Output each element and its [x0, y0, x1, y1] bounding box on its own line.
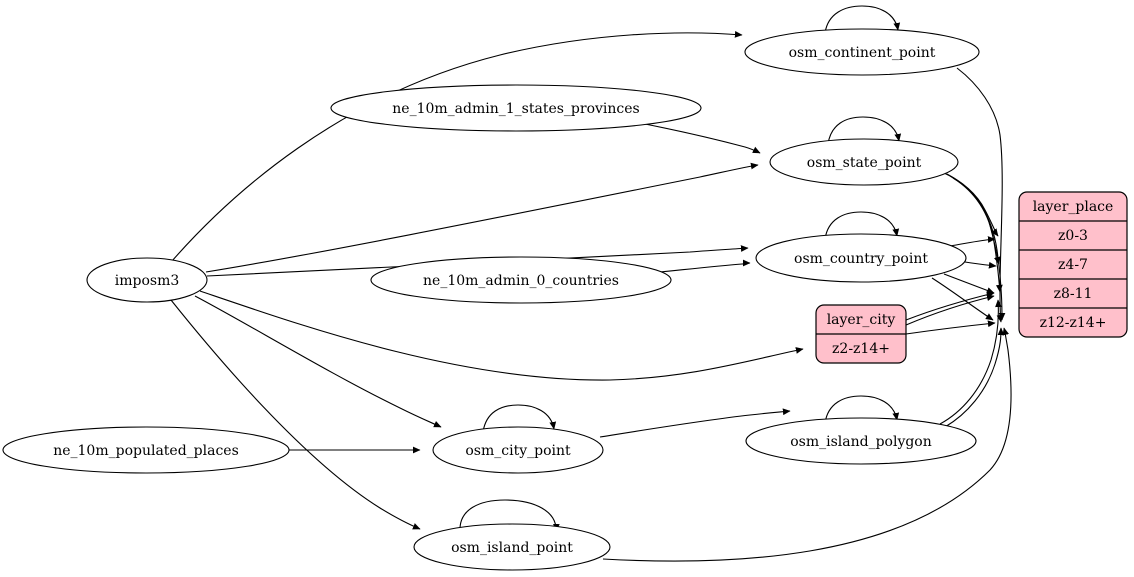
- edge-selfloop-osm-city-point: [482, 404, 557, 433]
- edge-imposm3-to-osm-continent-point: [171, 31, 743, 262]
- edge-selfloop-osm-country-point: [824, 211, 900, 240]
- record-node-layer-city[interactable]: layer_city z2-z14+: [815, 304, 907, 364]
- edge-selfloop-osm-island-polygon: [824, 395, 900, 424]
- edge-ne-admin1-to-osm-state-point: [644, 123, 761, 154]
- node-label-osm-city-point: osm_city_point: [465, 443, 571, 459]
- edge-osm-city-point-to-osm-island-polygon: [599, 408, 791, 438]
- edge-osm-country-point-to-layer-place-z0: [949, 236, 996, 247]
- record-row-layer-place-z12-z14[interactable]: z12-z14+: [1040, 315, 1107, 331]
- node-label-osm-island-point: osm_island_point: [451, 540, 573, 556]
- edge-selfloop-osm-continent-point: [824, 5, 901, 34]
- node-label-osm-country-point: osm_country_point: [794, 251, 928, 267]
- edge-layer: [170, 5, 1012, 562]
- node-osm-state-point[interactable]: osm_state_point: [769, 138, 959, 186]
- node-osm-city-point[interactable]: osm_city_point: [432, 426, 604, 474]
- node-label-ne-admin1: ne_10m_admin_1_states_provinces: [392, 101, 639, 117]
- edge-imposm3-to-osm-island-point: [170, 299, 421, 530]
- node-label-ne-admin0: ne_10m_admin_0_countries: [423, 273, 619, 289]
- edge-layer-city-to-layer-place-z8: [905, 291, 995, 321]
- node-label-osm-island-polygon: osm_island_polygon: [790, 434, 932, 450]
- node-osm-island-polygon[interactable]: osm_island_polygon: [745, 417, 977, 465]
- edge-selfloop-osm-state-point: [827, 116, 902, 145]
- edge-osm-island-polygon-to-layer-place-z8: [939, 299, 1002, 425]
- node-label-imposm3: imposm3: [115, 273, 180, 289]
- record-row-layer-place-z8-11[interactable]: z8-11: [1054, 286, 1093, 302]
- record-node-layer-place[interactable]: layer_place z0-3 z4-7 z8-11 z12-z14+: [1018, 191, 1128, 338]
- node-label-osm-continent-point: osm_continent_point: [789, 45, 936, 61]
- node-osm-country-point[interactable]: osm_country_point: [755, 233, 967, 283]
- node-label-ne-populated: ne_10m_populated_places: [53, 443, 239, 459]
- node-osm-continent-point[interactable]: osm_continent_point: [744, 28, 980, 76]
- record-row-layer-place-z0-3[interactable]: z0-3: [1058, 228, 1088, 244]
- edge-imposm3-to-osm-state-point: [205, 162, 759, 273]
- node-imposm3[interactable]: imposm3: [86, 257, 208, 303]
- edge-osm-country-point-to-layer-place-z4: [964, 261, 997, 269]
- edge-osm-island-polygon-to-layer-place-z12: [944, 327, 1005, 428]
- edge-layer-city-to-layer-place-z8b: [905, 294, 995, 326]
- record-row-layer-place-z4-7[interactable]: z4-7: [1058, 257, 1088, 273]
- edge-imposm3-to-layer-city: [199, 290, 804, 381]
- record-layer: layer_place z0-3 z4-7 z8-11 z12-z14+ lay…: [815, 191, 1128, 364]
- edge-osm-state-point-to-layer-place-z8: [949, 175, 1003, 293]
- edge-osm-island-point-to-layer-place-z12: [602, 327, 1012, 562]
- node-osm-island-point[interactable]: osm_island_point: [413, 523, 611, 571]
- edge-selfloop-osm-island-point: [459, 499, 560, 532]
- edge-imposm3-to-osm-city-point: [194, 295, 442, 428]
- node-ne-10m-admin-0-countries[interactable]: ne_10m_admin_0_countries: [370, 256, 672, 304]
- edge-ne-admin0-to-osm-country-point: [659, 259, 751, 273]
- edge-layer-city-to-layer-place-z12: [905, 320, 996, 335]
- node-ne-10m-populated-places[interactable]: ne_10m_populated_places: [2, 426, 290, 474]
- node-ne-10m-admin-1-states-provinces[interactable]: ne_10m_admin_1_states_provinces: [330, 84, 702, 132]
- node-label-osm-state-point: osm_state_point: [807, 155, 922, 171]
- edge-osm-country-point-to-layer-place-z12: [931, 277, 994, 321]
- record-row-layer-city-z2-z14[interactable]: z2-z14+: [832, 341, 890, 357]
- edge-osm-country-point-to-layer-place-z8: [943, 273, 995, 294]
- node-layer: imposm3 ne_10m_admin_1_states_provinces …: [2, 28, 980, 571]
- edge-osm-continent-point-to-layer-place-z12: [956, 67, 1004, 323]
- record-row-layer-place-title: layer_place: [1033, 199, 1114, 215]
- record-row-layer-city-title: layer_city: [827, 312, 896, 328]
